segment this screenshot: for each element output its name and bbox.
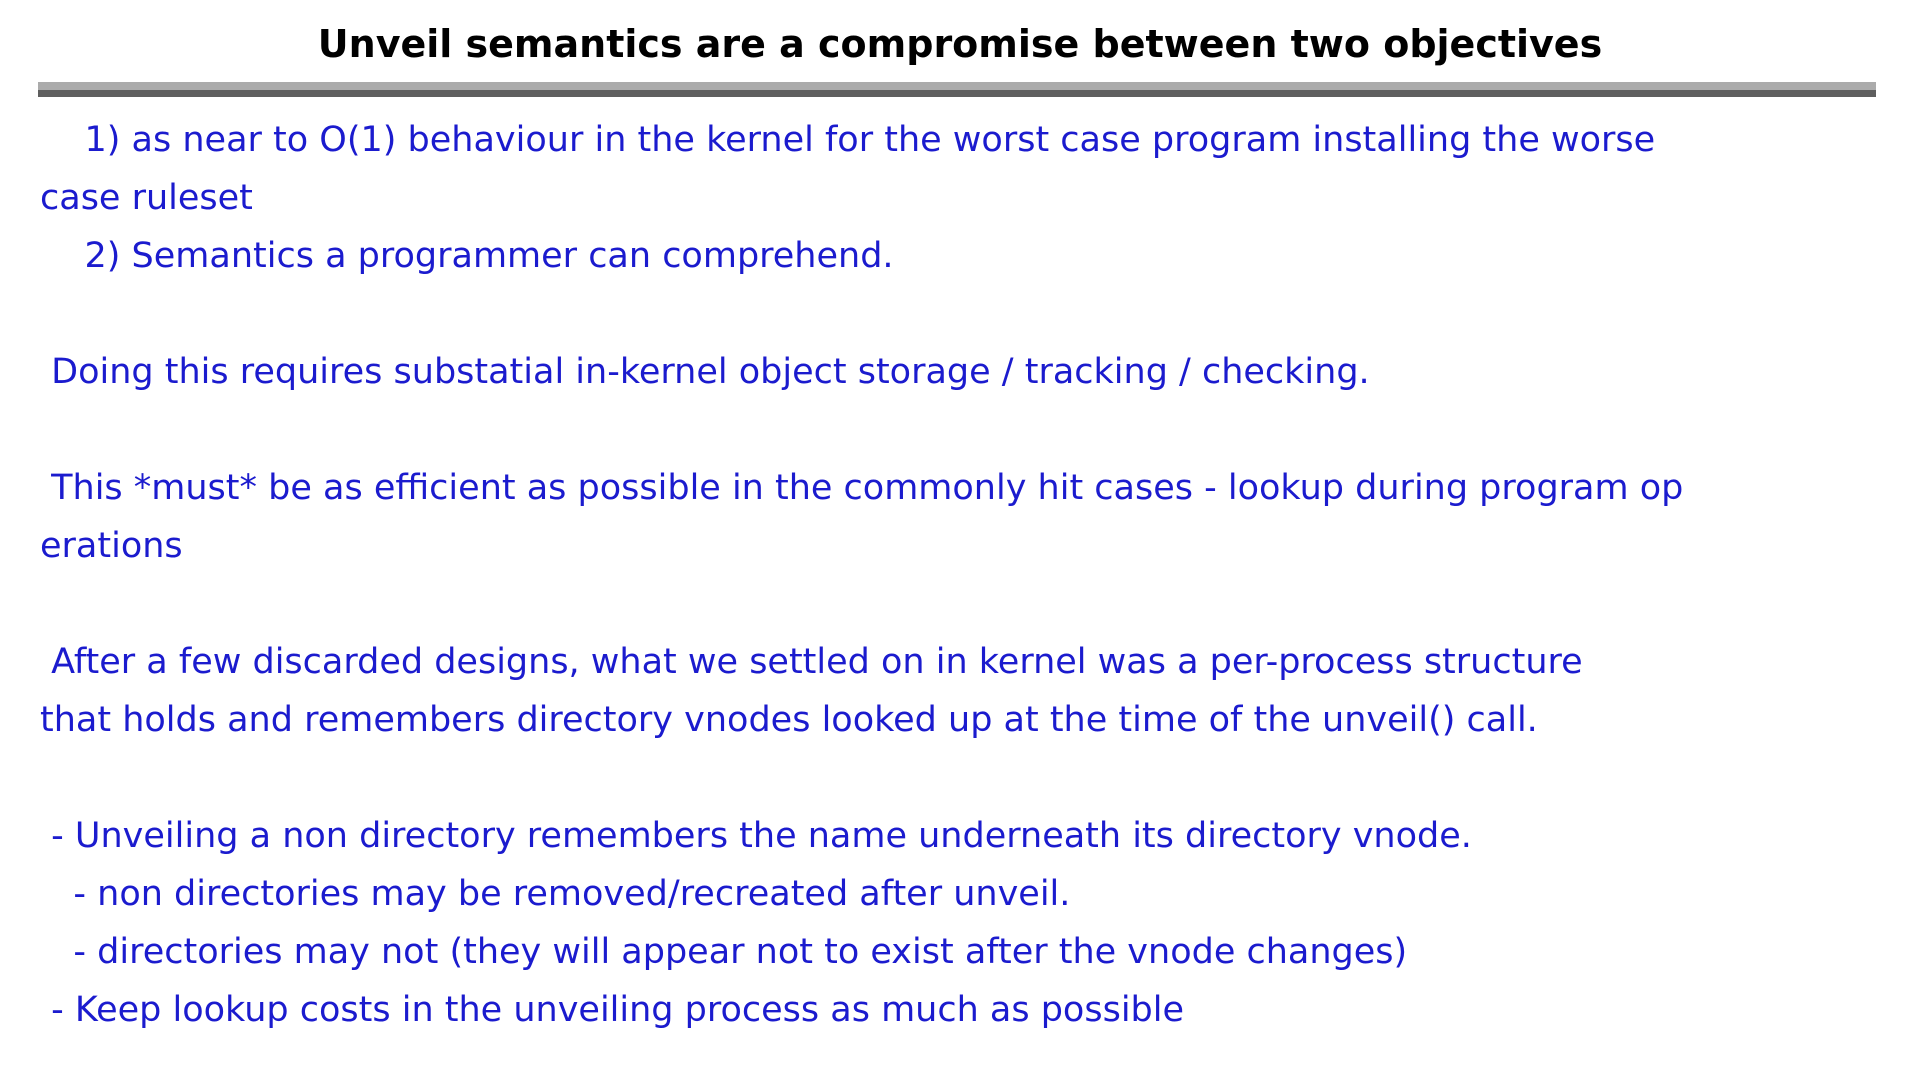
body-line: 2) Semantics a programmer can comprehend…: [40, 236, 894, 276]
body-line: case ruleset: [40, 178, 253, 218]
body-line: erations: [40, 526, 183, 566]
body-line: - Keep lookup costs in the unveiling pro…: [40, 990, 1185, 1030]
title-separator-rule: [38, 82, 1876, 97]
slide-body-text: 1) as near to O(1) behaviour in the kern…: [0, 97, 1920, 1039]
slide-title: Unveil semantics are a compromise betwee…: [317, 22, 1603, 66]
body-line: that holds and remembers directory vnode…: [40, 700, 1538, 740]
body-line: This *must* be as efficient as possible …: [40, 468, 1684, 508]
presentation-slide: Unveil semantics are a compromise betwee…: [0, 22, 1920, 1080]
body-line: [40, 401, 1900, 459]
body-line: [40, 575, 1900, 633]
body-line: - Unveiling a non directory remembers th…: [40, 816, 1472, 856]
body-line: - directories may not (they will appear …: [40, 932, 1408, 972]
body-line: Doing this requires substatial in-kernel…: [40, 352, 1370, 392]
body-line: After a few discarded designs, what we s…: [40, 642, 1583, 682]
body-line: - non directories may be removed/recreat…: [40, 874, 1071, 914]
body-line: [40, 749, 1900, 807]
body-line: 1) as near to O(1) behaviour in the kern…: [40, 120, 1656, 160]
body-line: [40, 285, 1900, 343]
